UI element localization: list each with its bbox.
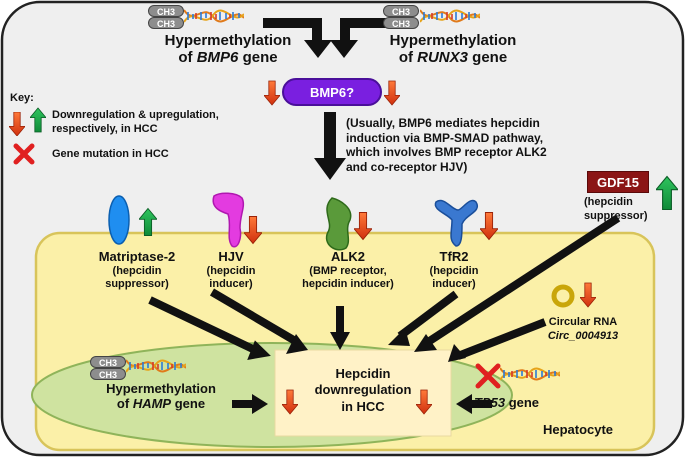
arrow-pill-to-alk2 [314,112,346,180]
matriptase-2-label: Matriptase-2 (hepcidin suppressor) [98,249,176,291]
hepcidin-downregulation-label: Hepcidin downregulation in HCC [314,366,412,414]
matriptase-2-shape [108,195,130,245]
mutation-x-tp53 [475,363,501,389]
key-x-icon [13,143,35,165]
hjv-label: HJV (hepcidin inducer) [206,249,256,291]
arrow-bmp6-to-pill [263,18,332,58]
ch3-runx3-a: CH3 [383,5,419,17]
gdf15-badge: GDF15 [587,171,649,193]
ch3-runx3-b: CH3 [383,17,419,29]
bmp6-pill: BMP6? [282,78,382,106]
alk2-shape [325,197,352,251]
alk2-label: ALK2 (BMP receptor, hepcidin inducer) [302,249,394,291]
hjv-shape [212,192,245,248]
circ-rna-label: Circular RNA Circ_0004913 [547,316,619,342]
tp53-gene-label: TP53 gene [474,395,540,410]
ch3-hamp-a: CH3 [90,356,126,368]
arrow-runx3-to-pill [330,18,393,58]
ch3-hamp-b: CH3 [90,368,126,380]
ch3-bmp6-b: CH3 [148,17,184,29]
key-arrows-text: Downregulation & upregulation,respective… [52,109,219,136]
key-title: Key: [10,92,34,104]
hamp-gene-label: Hypermethylation of HAMP gene [106,381,216,411]
key-mutation-text: Gene mutation in HCC [52,148,169,160]
ch3-bmp6-a: CH3 [148,5,184,17]
tfr2-shape [434,199,479,247]
tfr2-label: TfR2 (hepcidin inducer) [429,249,479,291]
runx3-gene-label: Hypermethylation of RUNX3 gene [389,32,517,67]
hepatocyte-label: Hepatocyte [542,422,614,437]
circ-rna-shape [551,284,575,308]
bmp6-gene-label: Hypermethylation of BMP6 gene [164,32,292,67]
